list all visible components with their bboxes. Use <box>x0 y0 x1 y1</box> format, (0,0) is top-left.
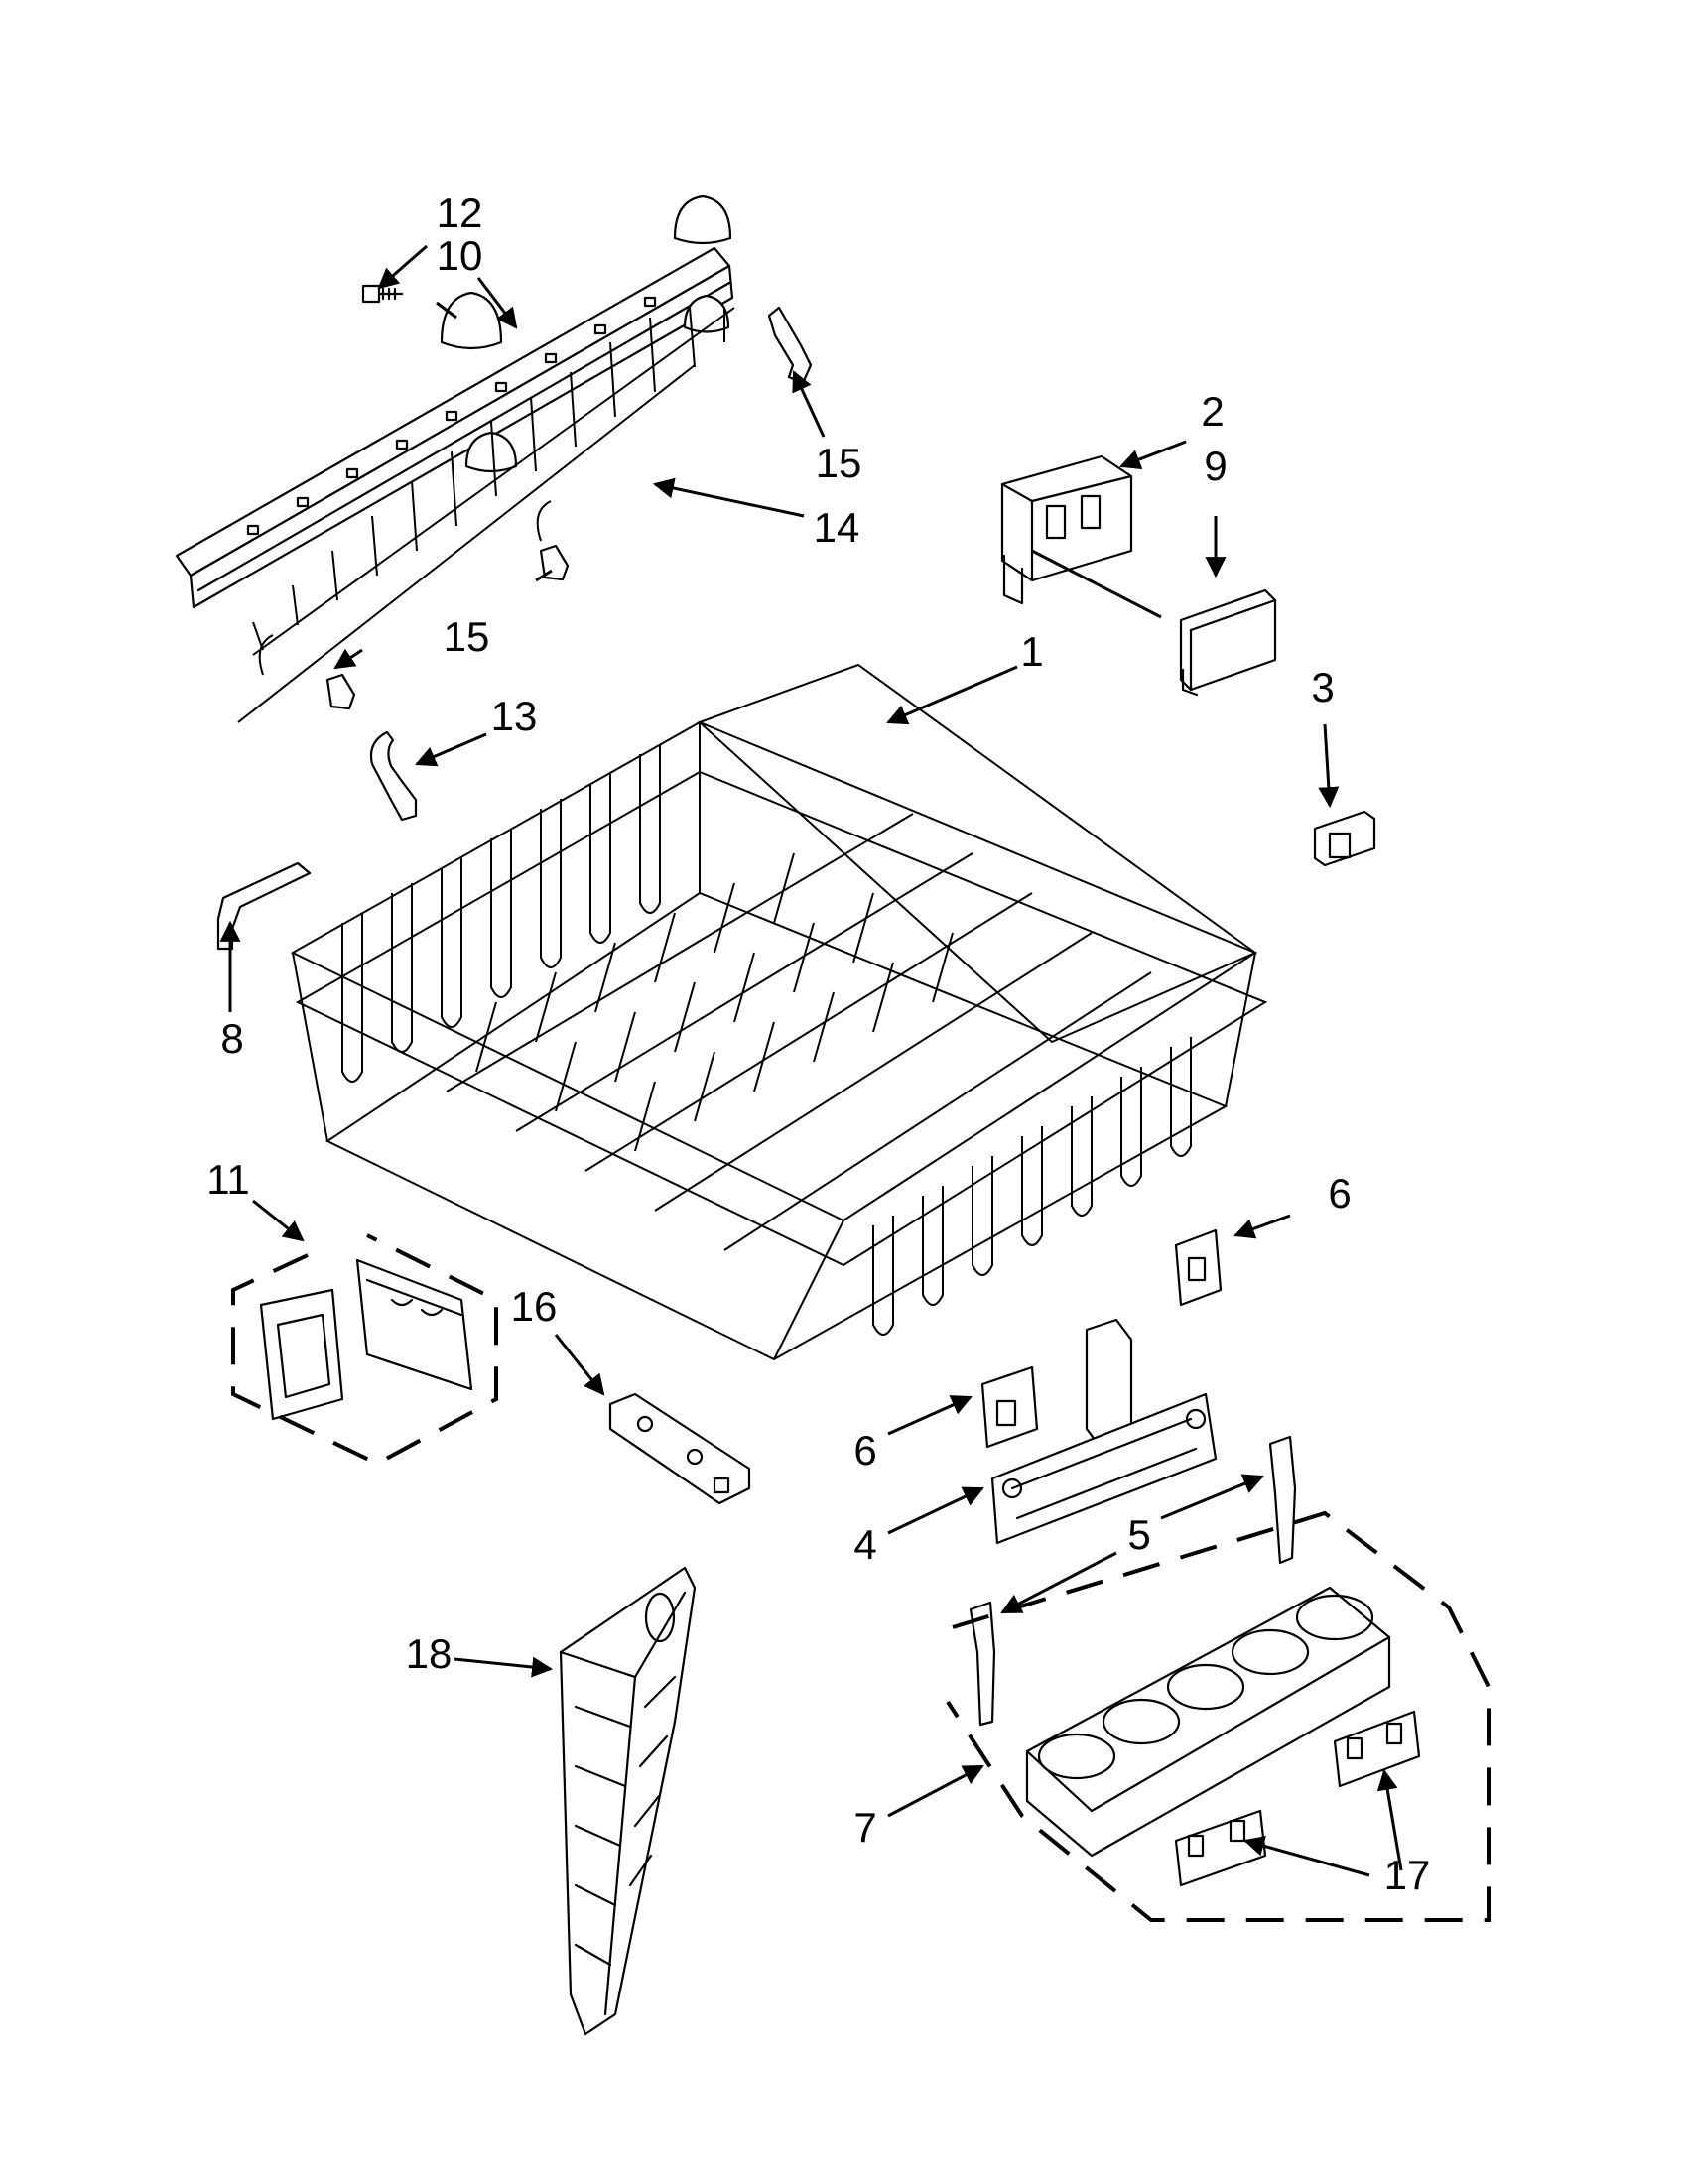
callout-13: 13 <box>491 693 538 739</box>
tray-clip-icon <box>1174 1710 1421 1887</box>
callout-6-left: 6 <box>853 1427 876 1474</box>
callout-3: 3 <box>1311 664 1334 710</box>
dashed-tray-outline <box>946 1510 1491 1922</box>
callout-5: 5 <box>1127 1511 1150 1558</box>
callout-4: 4 <box>853 1521 876 1568</box>
silverware-basket-icon <box>559 1566 697 2036</box>
leader-lines <box>219 244 1403 1877</box>
adjuster-housing-icon <box>1000 454 1133 605</box>
callout-7: 7 <box>853 1804 876 1851</box>
callout-14: 14 <box>814 504 860 551</box>
callout-15-upper: 15 <box>816 440 862 486</box>
callout-labels: 12 10 15 14 15 2 9 3 1 13 8 11 16 6 6 4 … <box>206 190 1430 1898</box>
callout-11: 11 <box>206 1156 250 1203</box>
side-rail-icon <box>969 1435 1297 1727</box>
callout-12: 12 <box>437 190 483 236</box>
latch-icon <box>980 1228 1223 1449</box>
adjuster-plate-icon <box>990 1318 1218 1545</box>
adjuster-cover-icon <box>1179 588 1277 697</box>
upper-rack-icon <box>290 663 1268 1361</box>
cup-tray-icon <box>1025 1586 1391 1858</box>
dashed-group-outline <box>231 1233 498 1467</box>
callout-10: 10 <box>437 232 483 279</box>
rack-stop-icon <box>369 730 418 822</box>
clip-strip-icon <box>608 1392 751 1505</box>
screw-icon <box>361 284 404 304</box>
callout-6-right: 6 <box>1328 1170 1351 1217</box>
small-clip-icon <box>1313 810 1376 867</box>
callout-2: 2 <box>1201 388 1224 435</box>
callout-9: 9 <box>1204 443 1227 489</box>
rack-rail-icon <box>175 194 734 609</box>
callout-8: 8 <box>220 1015 243 1062</box>
callout-16: 16 <box>511 1283 558 1330</box>
callout-1: 1 <box>1020 628 1043 675</box>
cup-shelf-icon <box>237 307 735 723</box>
rack-stop-lower-icon <box>216 861 312 951</box>
clip-icon <box>325 306 813 710</box>
callout-15-lower: 15 <box>444 613 490 660</box>
callout-18: 18 <box>406 1630 453 1677</box>
callout-17: 17 <box>1384 1852 1431 1898</box>
stemware-holder-icon <box>259 1258 473 1421</box>
